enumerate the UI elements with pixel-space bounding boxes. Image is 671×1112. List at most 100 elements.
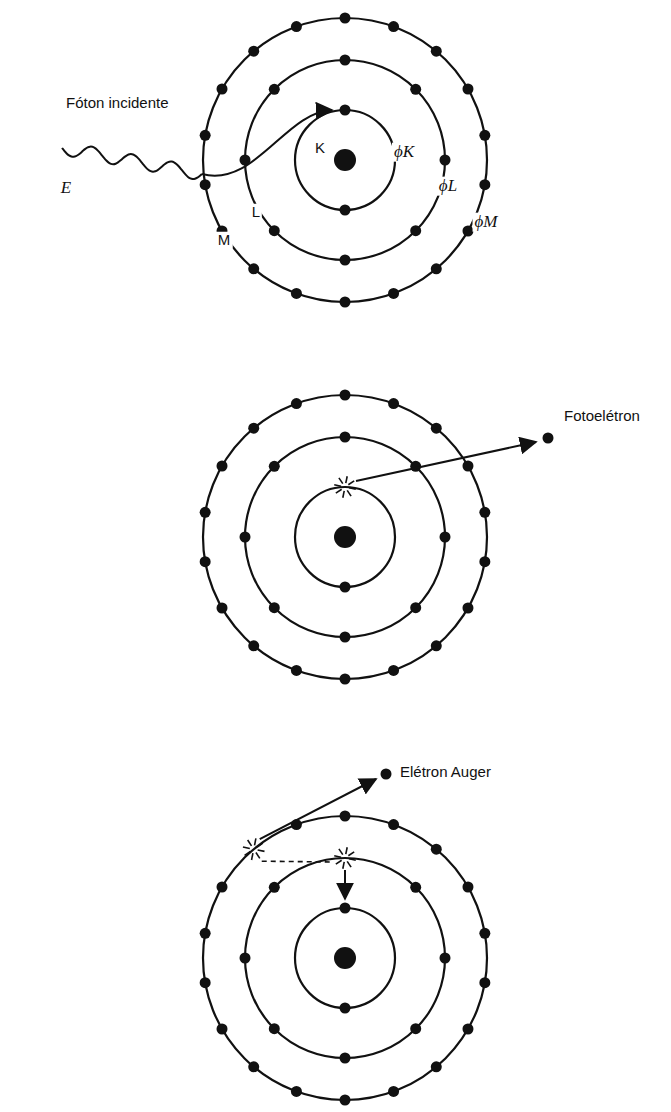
electron	[340, 432, 351, 443]
electron	[440, 155, 451, 166]
electron	[440, 532, 451, 543]
vacancy-fill-arrow	[344, 870, 346, 899]
electron	[269, 84, 280, 95]
electron	[269, 225, 280, 236]
photoelectron-arrow	[356, 442, 536, 481]
electron	[340, 811, 351, 822]
electron	[388, 21, 399, 32]
nucleus	[334, 526, 356, 548]
vacancy-burst	[245, 851, 251, 855]
electron	[479, 130, 490, 141]
shell-label: K	[313, 140, 327, 157]
photon-arrow	[202, 110, 332, 176]
electron	[200, 928, 211, 939]
electron	[388, 398, 399, 409]
electron-shell	[203, 816, 487, 1100]
electron	[340, 632, 351, 643]
vacancy-burst	[346, 476, 347, 483]
photoelectron-label: Fotoelétron	[562, 408, 642, 425]
photon-wave	[62, 147, 202, 179]
electron	[388, 1086, 399, 1097]
photoelectron	[543, 433, 554, 444]
electron	[462, 461, 473, 472]
electron	[431, 46, 442, 57]
energy-symbol: E	[59, 179, 73, 198]
electron	[340, 105, 351, 116]
electron	[462, 603, 473, 614]
binding-energy: ϕM	[473, 213, 500, 232]
electron	[200, 179, 211, 190]
electron	[248, 640, 259, 651]
electron	[462, 882, 473, 893]
electron	[269, 602, 280, 613]
electron-shell	[245, 437, 445, 637]
vacancy-burst	[346, 847, 347, 854]
electron	[200, 977, 211, 988]
electron	[248, 263, 259, 274]
vacancy-burst	[248, 840, 252, 846]
electron	[217, 1024, 228, 1035]
electron	[410, 225, 421, 236]
atom	[200, 811, 491, 1106]
electron	[200, 556, 211, 567]
electron-shell	[203, 18, 487, 302]
electron-shell	[295, 908, 395, 1008]
electron	[479, 179, 490, 190]
electron	[269, 882, 280, 893]
vacancy-burst	[334, 485, 341, 486]
electron-shell	[245, 60, 445, 260]
nucleus	[334, 149, 356, 171]
electron	[340, 13, 351, 24]
electron	[248, 1061, 259, 1072]
electron	[291, 21, 302, 32]
vacancy-burst	[336, 489, 342, 493]
vacancy-burst	[343, 491, 344, 498]
vacancy-burst	[257, 843, 263, 847]
electron	[440, 953, 451, 964]
electron	[410, 84, 421, 95]
vacancy-burst	[336, 860, 342, 864]
atom	[200, 390, 491, 685]
electron	[479, 977, 490, 988]
electron	[291, 1086, 302, 1097]
auger-electron	[381, 769, 392, 780]
electron	[431, 263, 442, 274]
electron	[462, 84, 473, 95]
electron	[388, 665, 399, 676]
vacancy-burst	[347, 490, 351, 496]
electron	[388, 819, 399, 830]
shell-label: L	[250, 204, 262, 221]
electron	[431, 844, 442, 855]
electron	[340, 903, 351, 914]
electron	[340, 297, 351, 308]
vacancy-burst	[349, 488, 356, 489]
electron	[217, 461, 228, 472]
electron	[340, 255, 351, 266]
vacancy-burst	[255, 838, 256, 845]
binding-energy: ϕL	[437, 177, 459, 196]
electron	[248, 423, 259, 434]
electron	[462, 1024, 473, 1035]
vacancy-burst	[256, 853, 260, 859]
electron	[217, 882, 228, 893]
electron-shell	[203, 395, 487, 679]
electron	[248, 46, 259, 57]
electron	[291, 665, 302, 676]
electron	[431, 1061, 442, 1072]
nucleus	[334, 947, 356, 969]
electron	[200, 507, 211, 518]
electron	[340, 390, 351, 401]
auger-label: Elétron Auger	[398, 764, 493, 781]
electron	[240, 953, 251, 964]
electron	[200, 130, 211, 141]
vacancy-burst	[339, 478, 343, 484]
electron	[410, 602, 421, 613]
electron	[431, 640, 442, 651]
electron	[340, 1095, 351, 1106]
electron	[240, 532, 251, 543]
vacancy-burst	[334, 856, 341, 857]
vacancy-burst	[348, 481, 354, 485]
electron	[340, 582, 351, 593]
